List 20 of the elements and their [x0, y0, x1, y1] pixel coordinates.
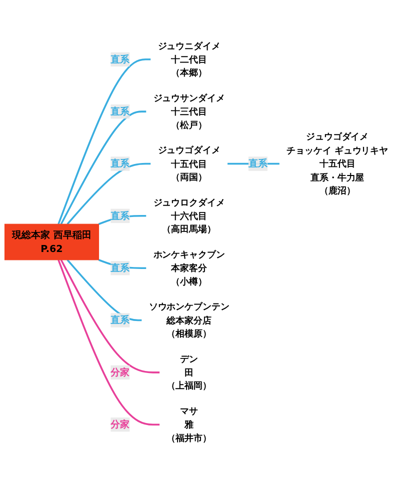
- connector: [66, 259, 142, 322]
- edge-label: 直系: [248, 158, 268, 170]
- edge-label: 直系: [110, 210, 130, 222]
- node-box: 現総本家 西早稲田 P.62: [4, 224, 100, 260]
- node-text: ホンケキャクブン 本家客分 （小樽）: [153, 249, 225, 287]
- node-text: デン 田 （上福岡）: [166, 354, 212, 392]
- edge-label: 分家: [110, 366, 130, 378]
- edge-label: 直系: [110, 262, 130, 274]
- edge-label: 直系: [110, 158, 130, 170]
- edge-label: 分家: [110, 418, 130, 430]
- node-text: ジュウサンダイメ 十三代目 （松戸）: [153, 92, 225, 130]
- edge-label: 直系: [110, 106, 130, 117]
- node-text: ソウホンケブンテン 総本家分店 （相模原）: [148, 301, 230, 339]
- edge-label: 直系: [110, 53, 130, 65]
- node-text: ジュウゴダイメ チョッケイ ギュウリキヤ 十五代目 直系・牛力屋 （鹿沼）: [286, 131, 388, 196]
- node-text: ジュウロクダイメ 十六代目 （高田馬場）: [153, 196, 225, 235]
- node-text: マサ 雅 （福井市）: [166, 406, 212, 444]
- edge-label: 直系: [110, 314, 130, 326]
- node-text: ジュウニダイメ 十二代目 （本郷）: [158, 40, 220, 78]
- node-text: ジュウゴダイメ 十五代目 （両国）: [158, 144, 220, 182]
